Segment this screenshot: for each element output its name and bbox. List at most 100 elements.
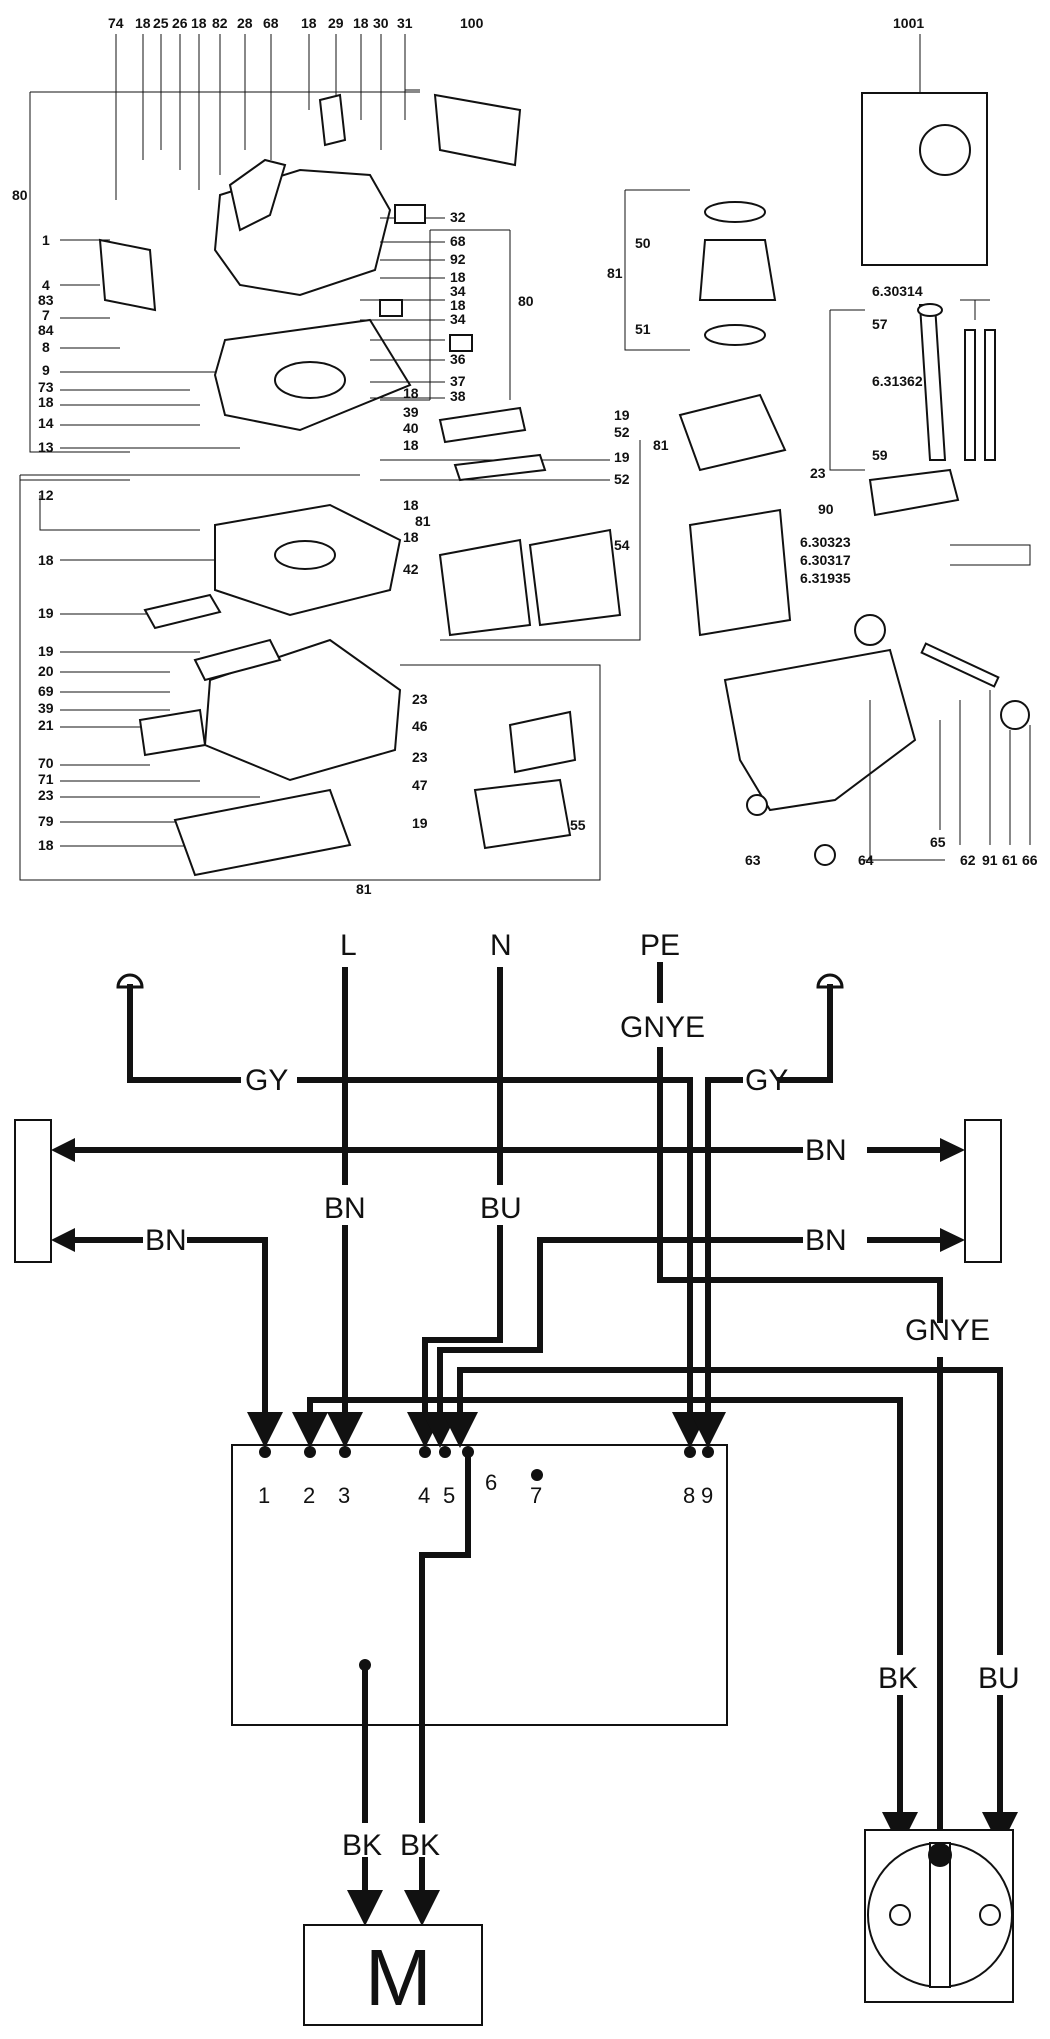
label-gy-right: GY (745, 1064, 788, 1097)
label-19e: 19 (614, 449, 630, 465)
wiring-diagram: L N PE GY GY GNYE GNYE BN (14, 929, 1025, 2026)
socket-earth-contact (928, 1843, 952, 1867)
label-8: 8 (42, 339, 50, 355)
label-bg-bu (475, 1185, 525, 1225)
castor-63 (746, 794, 768, 816)
label-19c: 19 (412, 815, 428, 831)
bag-6.31935 (688, 508, 792, 637)
label-18l: 18 (403, 437, 419, 453)
label-82: 82 (212, 15, 228, 31)
label-bg-bk-right (875, 1655, 925, 1695)
label-18g: 18 (38, 552, 54, 568)
label-25: 25 (153, 15, 169, 31)
label-gnye-right: GNYE (905, 1314, 990, 1347)
wire-bk-motor2 (419, 1449, 471, 1823)
label-6.31935: 6.31935 (800, 570, 851, 586)
terminal-3-dot (339, 1446, 351, 1458)
label-9: 9 (42, 362, 50, 378)
label-46: 46 (412, 718, 428, 734)
motor-opening (274, 361, 346, 399)
terminal-6: 6 (485, 1470, 497, 1495)
terminal-9: 9 (701, 1483, 713, 1508)
label-61: 61 (1002, 852, 1018, 868)
seal-79 (173, 788, 352, 877)
label-18m: 18 (403, 497, 419, 513)
label-39b: 39 (403, 404, 419, 420)
label-18h: 18 (38, 837, 54, 853)
label-51: 51 (635, 321, 651, 337)
switch-left (14, 1119, 52, 1263)
label-81-right: 81 (653, 437, 669, 453)
label-84: 84 (38, 322, 54, 338)
label-30: 30 (373, 15, 389, 31)
label-6.30314: 6.30314 (872, 283, 923, 299)
terminal-4-dot (419, 1446, 431, 1458)
label-80-left: 80 (12, 187, 28, 203)
label-39: 39 (38, 700, 54, 716)
label-19d: 19 (614, 407, 630, 423)
wire-pe (657, 1047, 943, 1323)
ring-51 (704, 324, 766, 346)
label-19b: 19 (38, 643, 54, 659)
label-18b: 18 (191, 15, 207, 31)
terminal-5-dot (439, 1446, 451, 1458)
label-N: N (490, 929, 512, 962)
tube-2 (984, 329, 996, 461)
label-40: 40 (403, 420, 419, 436)
label-14: 14 (38, 415, 54, 431)
wheel-front (854, 614, 886, 646)
label-23c: 23 (412, 749, 428, 765)
label-68b: 68 (450, 233, 466, 249)
label-68: 68 (263, 15, 279, 31)
terminal-3: 3 (338, 1483, 350, 1508)
label-bk-motor2: BK (400, 1829, 440, 1862)
plug-right-icon (816, 973, 844, 989)
label-18i: 18 (450, 269, 466, 285)
label-36: 36 (450, 351, 466, 367)
label-92: 92 (450, 251, 466, 267)
label-7: 7 (42, 307, 50, 323)
terminal-5: 5 (443, 1483, 455, 1508)
label-18d: 18 (353, 15, 369, 31)
terminal-1-dot (259, 1446, 271, 1458)
label-18c: 18 (301, 15, 317, 31)
part-55 (508, 710, 577, 774)
motor-unit (698, 239, 777, 301)
socket-pin-right (979, 1904, 1001, 1926)
label-bu-right: BU (978, 1662, 1020, 1695)
wire-bu-right (457, 1367, 1018, 1848)
label-74: 74 (108, 15, 124, 31)
switch-plate (98, 238, 157, 312)
label-73: 73 (38, 379, 54, 395)
terminal-7-dot (531, 1469, 543, 1481)
part-35 (449, 334, 473, 352)
arrow-bn-left (51, 1228, 75, 1252)
part-29 (318, 93, 347, 147)
hose-cuff (917, 303, 943, 317)
wheel-61 (1000, 700, 1030, 730)
label-21: 21 (38, 717, 54, 733)
label-L: L (340, 929, 357, 962)
label-bn-mid: BN (324, 1192, 366, 1225)
motor-label: M (365, 1933, 432, 2022)
pcb-ring (919, 124, 971, 176)
gasket-19b (193, 638, 282, 682)
label-13: 13 (38, 439, 54, 455)
label-38: 38 (450, 388, 466, 404)
axle-62 (920, 642, 1000, 688)
filter-54b (528, 528, 622, 627)
socket-pin-left (889, 1904, 911, 1926)
wire-gy-to-8 (297, 1077, 708, 1448)
label-34b: 34 (450, 311, 466, 327)
label-bn-right2: BN (805, 1224, 847, 1257)
seal-52 (453, 453, 547, 482)
label-55: 55 (570, 817, 586, 833)
handle-part (228, 158, 287, 232)
gasket-19d (438, 406, 527, 444)
label-19a: 19 (38, 605, 54, 621)
tank-bin (723, 648, 917, 812)
label-1: 1 (42, 232, 50, 248)
filter-opening (274, 540, 336, 570)
label-gnye-top: GNYE (620, 1011, 705, 1044)
